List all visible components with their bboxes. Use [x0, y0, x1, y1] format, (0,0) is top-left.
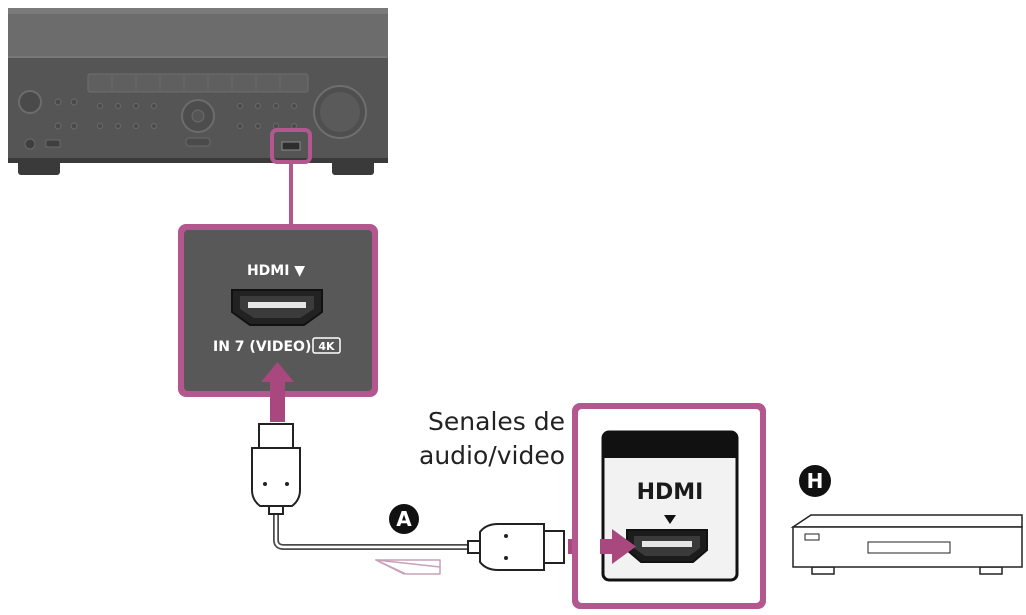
av-receiver: [8, 8, 388, 175]
receiver-power-knob: [18, 90, 42, 114]
source-device: H: [790, 465, 1023, 575]
receiver-hdmi-zoom-panel: HDMI ▼ IN 7 (VIDEO) 4K: [178, 224, 378, 397]
hdmi-plug-vertical: [251, 423, 301, 515]
player-button: [804, 533, 820, 541]
receiver-front-hdmi-port: [281, 141, 301, 151]
receiver-foot-right: [332, 160, 374, 175]
cable-marker-badge: [389, 504, 419, 534]
hdmi-cable: A: [251, 423, 565, 571]
player-disc-slot: [867, 541, 951, 554]
signal-caption-line1: Senales de: [428, 407, 565, 436]
zoom-panel-label-input: IN 7 (VIDEO): [213, 339, 311, 355]
receiver-foot-left: [18, 160, 60, 175]
badge-4k: [312, 337, 341, 354]
hdmi-cable-wire: [273, 512, 470, 550]
receiver-usb-port: [45, 139, 61, 148]
badge-4k-label: 4K: [318, 340, 335, 353]
player-top: [790, 514, 1023, 528]
device-marker-badge: [799, 465, 831, 497]
device-port-triangle: [664, 515, 676, 524]
receiver-headphone-jack: [24, 138, 36, 150]
receiver-display: [87, 73, 309, 93]
device-hdmi-zoom-panel: HDMI: [572, 403, 766, 609]
hdmi-plug-horizontal: [467, 523, 565, 571]
device-panel-label: HDMI: [637, 480, 704, 505]
arrow-up-icon: [261, 362, 294, 422]
receiver-top: [8, 8, 388, 58]
device-marker-label: H: [807, 469, 824, 493]
cable-marker-label: A: [396, 507, 412, 531]
arrow-left-outline-icon: [375, 559, 441, 575]
zoom-panel-label-top: HDMI ▼: [247, 263, 305, 279]
signal-caption-line2: audio/video: [419, 441, 565, 470]
arrow-right-icon-head: [600, 529, 636, 564]
